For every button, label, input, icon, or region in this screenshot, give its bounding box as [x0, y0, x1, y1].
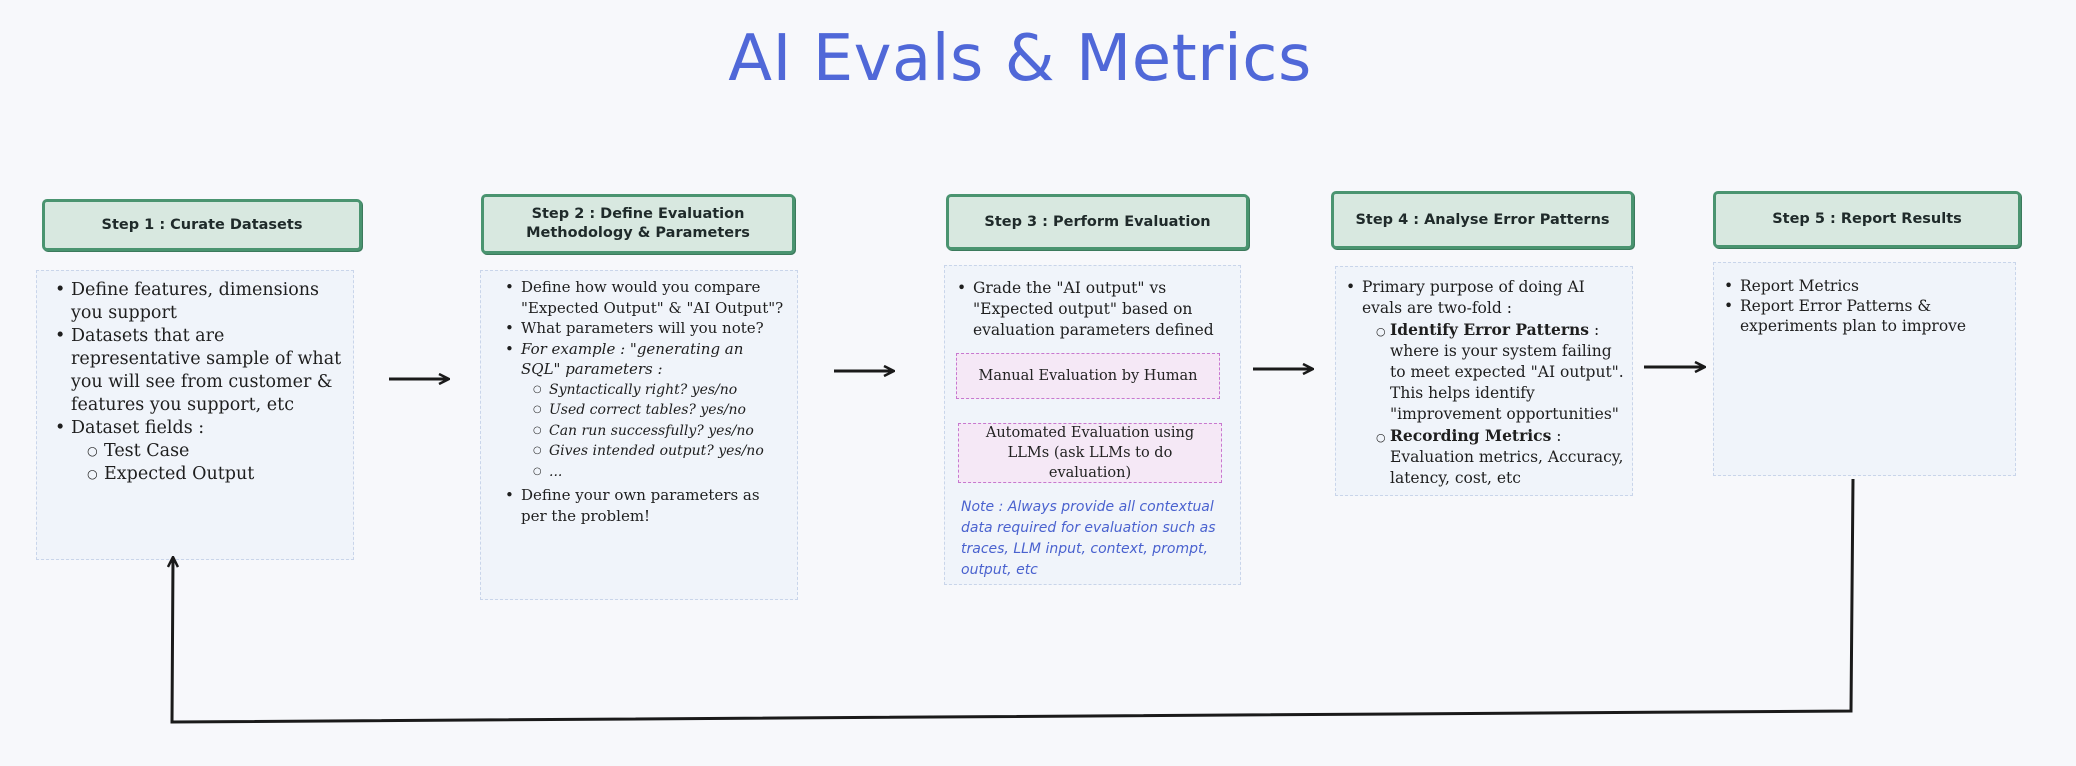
feedback-loop-arrow: [172, 478, 1855, 724]
error-patterns-text: : where is your system failing to meet e…: [1390, 321, 1624, 423]
step-2-header: Step 2 : Define Evaluation Methodology &…: [481, 194, 795, 254]
step-1-bullet: Dataset fields :: [55, 417, 353, 440]
step-5-header-label: Step 5 : Report Results: [1772, 211, 1962, 228]
step-2-sub-bullet: ...: [519, 462, 787, 483]
step-5-panel: Report Metrics Report Error Patterns & e…: [1713, 262, 2016, 476]
automated-evaluation-box: Automated Evaluation using LLMs (ask LLM…: [958, 423, 1222, 483]
step-4-panel: Primary purpose of doing AI evals are tw…: [1335, 266, 1633, 496]
step-2-bullet: What parameters will you note?: [505, 318, 787, 339]
step-2-sub-bullet: Syntactically right? yes/no: [519, 380, 787, 401]
step-3-bullet: Grade the "AI output" vs "Expected outpu…: [957, 278, 1230, 341]
step-3-header-label: Step 3 : Perform Evaluation: [984, 213, 1211, 230]
step-1-bullet: Datasets that are representative sample …: [55, 325, 353, 417]
step-5-bullet: Report Metrics: [1724, 276, 2007, 296]
step-1-sub-bullet: Expected Output: [72, 463, 353, 486]
recording-metrics-text: : Evaluation metrics, Accuracy, latency,…: [1390, 427, 1624, 487]
diagram-title: AI Evals & Metrics: [728, 22, 1312, 96]
step-2-sub-bullet: Used correct tables? yes/no: [519, 400, 787, 421]
step-5-header: Step 5 : Report Results: [1713, 191, 2021, 248]
step-4-header-label: Step 4 : Analyse Error Patterns: [1355, 211, 1610, 228]
step-1-bullet: Define features, dimensions you support: [55, 279, 353, 325]
step-1-header-label: Step 1 : Curate Datasets: [101, 216, 303, 233]
step-1-header: Step 1 : Curate Datasets: [42, 199, 362, 251]
automated-evaluation-label: Automated Evaluation using LLMs (ask LLM…: [985, 425, 1195, 481]
step-2-bullet: For example : "generating an SQL" parame…: [505, 339, 787, 380]
step-2-sub-bullet: Gives intended output? yes/no: [519, 441, 787, 462]
step-2-bullet: Define how would you compare "Expected O…: [505, 277, 787, 318]
step-2-sub-bullet: Can run successfully? yes/no: [519, 421, 787, 442]
recording-metrics-heading: Recording Metrics: [1390, 426, 1552, 445]
step-1-sub-bullet: Test Case: [72, 440, 353, 463]
error-patterns-heading: Identify Error Patterns: [1390, 320, 1590, 339]
manual-evaluation-box: Manual Evaluation by Human: [956, 353, 1220, 399]
step-2-bullet: Define your own parameters as per the pr…: [505, 485, 787, 526]
step-5-bullet: Report Error Patterns & experiments plan…: [1724, 296, 2007, 336]
step-1-panel: Define features, dimensions you support …: [36, 270, 354, 560]
step-4-bullet: Primary purpose of doing AI evals are tw…: [1346, 277, 1624, 319]
step-4-sub-bullet: Recording Metrics : Evaluation metrics, …: [1376, 425, 1624, 489]
step-2-panel: Define how would you compare "Expected O…: [480, 270, 798, 600]
step-2-header-label: Step 2 : Define Evaluation Methodology &…: [526, 206, 750, 241]
step-4-header: Step 4 : Analyse Error Patterns: [1331, 191, 1634, 249]
evaluation-note: Note : Always provide all contextual dat…: [961, 499, 1216, 578]
step-3-header: Step 3 : Perform Evaluation: [946, 194, 1249, 250]
manual-evaluation-label: Manual Evaluation by Human: [978, 368, 1198, 384]
step-4-sub-bullet: Identify Error Patterns : where is your …: [1376, 319, 1624, 425]
